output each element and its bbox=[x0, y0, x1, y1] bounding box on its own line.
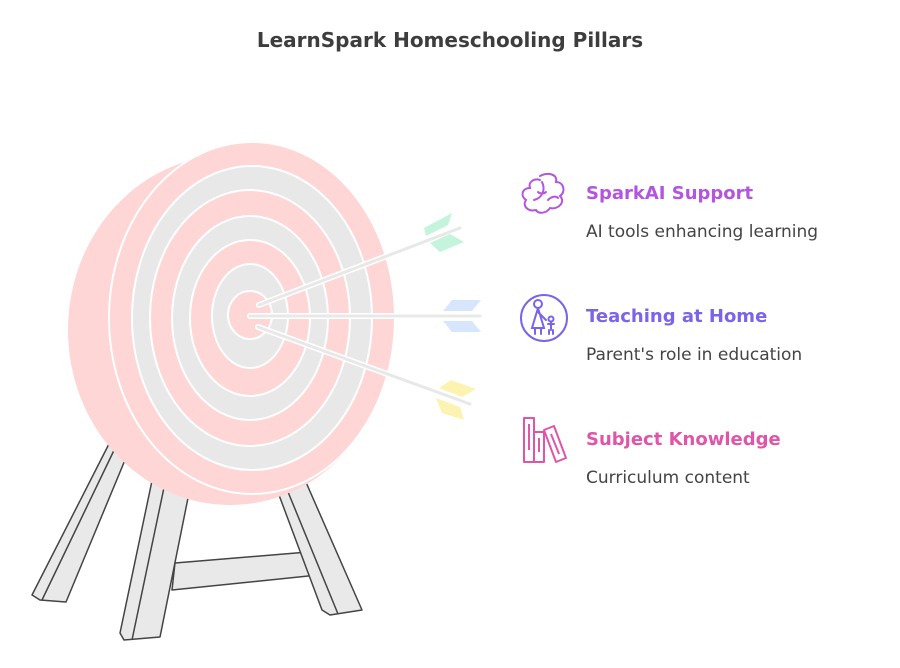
arrow-fletching bbox=[439, 380, 476, 397]
brain-icon bbox=[521, 173, 565, 214]
arrow-top bbox=[256, 213, 464, 308]
item-title-sparkai: SparkAI Support bbox=[586, 183, 754, 204]
target-board bbox=[68, 141, 396, 505]
item-description-subject: Curriculum content bbox=[586, 468, 750, 488]
arrow-fletching bbox=[430, 234, 464, 252]
diagram-title: LearnSpark Homeschooling Pillars bbox=[256, 28, 644, 52]
arrow-middle bbox=[247, 300, 483, 332]
arrow-fletching bbox=[436, 398, 464, 420]
parent-child-icon bbox=[520, 294, 568, 342]
arrow-fletching bbox=[443, 300, 481, 311]
arrow-fletching bbox=[443, 321, 481, 332]
item-title-teaching: Teaching at Home bbox=[586, 306, 768, 327]
item-description-teaching: Parent's role in education bbox=[586, 345, 803, 365]
arrow-bottom bbox=[255, 324, 476, 420]
stand-leg-front bbox=[119, 475, 191, 641]
stand-crossbar bbox=[171, 551, 319, 591]
stand-leg-right bbox=[275, 479, 363, 616]
arrow-fletching bbox=[424, 213, 452, 236]
books-icon bbox=[523, 417, 567, 463]
item-description-sparkai: AI tools enhancing learning bbox=[586, 222, 819, 242]
item-title-subject: Subject Knowledge bbox=[586, 429, 781, 450]
